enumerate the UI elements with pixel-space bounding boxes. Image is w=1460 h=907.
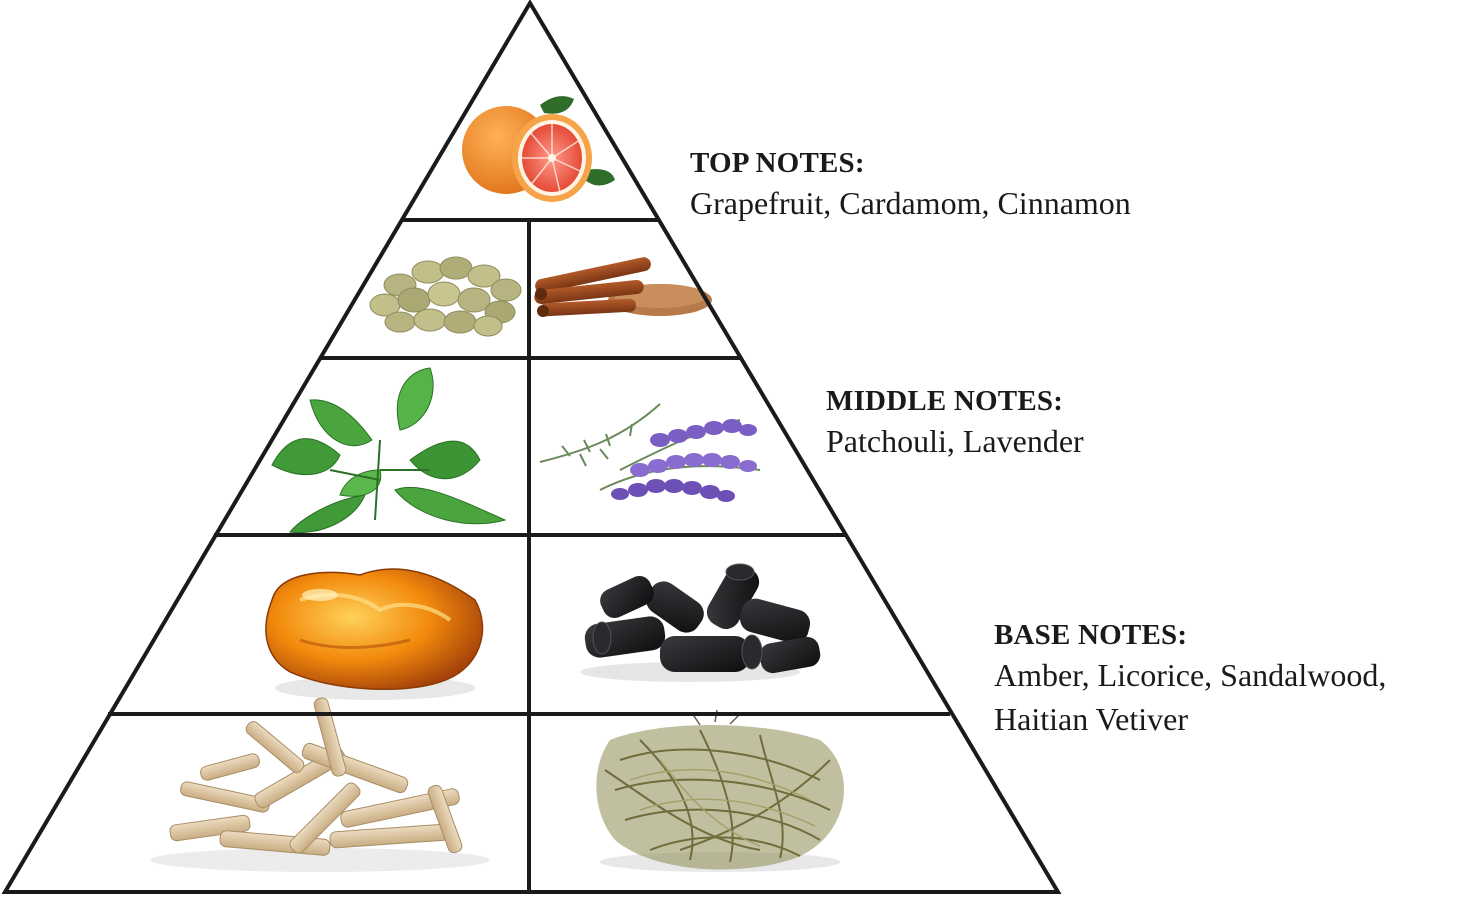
base-notes-items-line2: Haitian Vetiver	[994, 701, 1189, 737]
top-notes-heading: TOP NOTES:	[690, 147, 865, 179]
base-notes-items-line1: Amber, Licorice, Sandalwood,	[994, 657, 1387, 693]
base-notes-heading: BASE NOTES:	[994, 619, 1188, 651]
middle-notes-label: MIDDLE NOTES: Patchouli, Lavender	[826, 383, 1084, 463]
vetiver-icon	[596, 709, 844, 872]
amber-icon	[265, 568, 484, 700]
grapefruit-icon	[462, 96, 615, 202]
pyramid-outline	[1, 0, 1062, 894]
base-notes-label: BASE NOTES: Amber, Licorice, Sandalwood,…	[994, 617, 1454, 741]
top-notes-label: TOP NOTES: Grapefruit, Cardamom, Cinnamo…	[690, 145, 1131, 225]
cinnamon-icon	[534, 257, 712, 317]
cardamom-icon	[369, 256, 522, 337]
top-notes-items: Grapefruit, Cardamom, Cinnamon	[690, 185, 1131, 221]
lavender-icon	[539, 403, 761, 502]
middle-notes-heading: MIDDLE NOTES:	[826, 385, 1064, 417]
licorice-icon	[580, 563, 821, 682]
middle-notes-items: Patchouli, Lavender	[826, 423, 1084, 459]
sandalwood-icon	[150, 697, 490, 872]
patchouli-icon	[271, 367, 507, 534]
